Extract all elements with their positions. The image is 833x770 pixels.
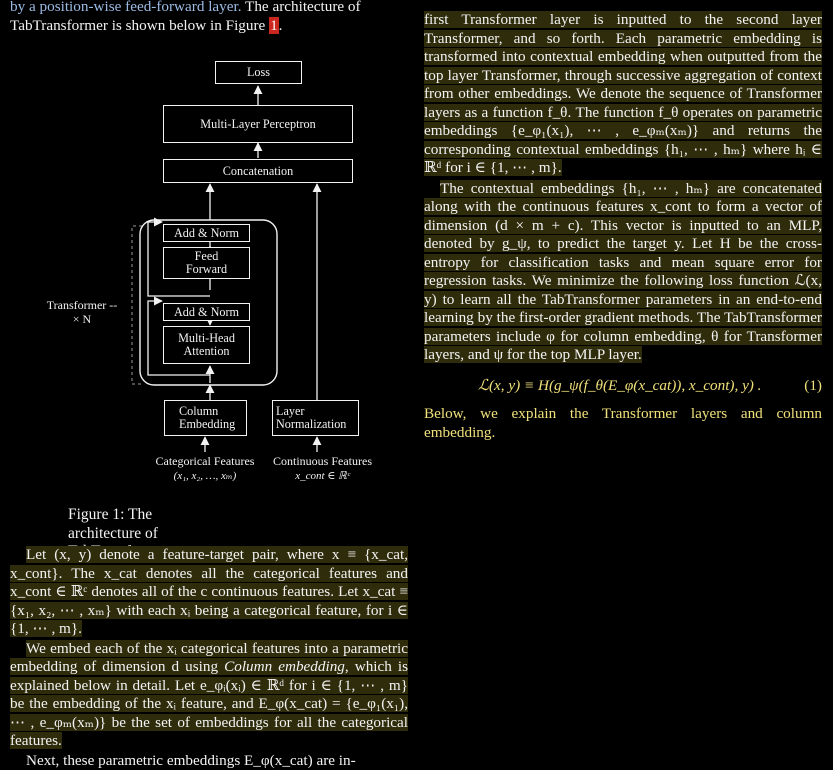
loss-box: Loss — [215, 61, 302, 84]
right-paragraph-3: Below, we explain the Transformer layers… — [424, 405, 822, 442]
add-norm-top-box: Add & Norm — [163, 224, 250, 242]
right-paragraph-2: The contextual embeddings {h₁, ⋯ , hₘ} a… — [424, 180, 822, 365]
left-body: Let (x, y) denote a feature-target pair,… — [10, 546, 408, 770]
column-embedding-box: Column Embedding — [164, 400, 247, 436]
continuous-features-label: Continuous Features x_cont ∈ ℝᶜ — [265, 454, 380, 483]
feed-forward-box: Feed Forward — [163, 247, 250, 279]
right-column: first Transformer layer is inputted to t… — [424, 11, 822, 442]
layer-normalization-box: Layer Normalization — [272, 400, 359, 436]
concatenation-box: Concatenation — [163, 159, 353, 183]
categorical-features-label: Categorical Features (x₁, x₂, …, xₘ) — [140, 454, 270, 483]
left-column: by a position-wise feed-forward layer. T… — [10, 0, 408, 35]
left-paragraph-1: Let (x, y) denote a feature-target pair,… — [10, 546, 408, 639]
loss-equation: ℒ(x, y) ≡ H(g_ψ(f_θ(E_φ(x_cat)), x_cont)… — [424, 377, 822, 396]
add-norm-bottom-box: Add & Norm — [163, 303, 250, 321]
equation-number: (1) — [804, 377, 822, 396]
left-paragraph-2: We embed each of the xᵢ categorical feat… — [10, 640, 408, 751]
multi-head-attention-box: Multi-Head Attention — [163, 326, 250, 364]
left-paragraph-3: Next, these parametric embeddings E_φ(x_… — [10, 752, 408, 770]
transformer-label: Transformer -- × N — [42, 298, 122, 326]
mlp-box: Multi-Layer Perceptron — [163, 105, 353, 143]
right-paragraph-1: first Transformer layer is inputted to t… — [424, 11, 822, 178]
equation-body: ℒ(x, y) ≡ H(g_ψ(f_θ(E_φ(x_cat)), x_cont)… — [478, 377, 761, 396]
